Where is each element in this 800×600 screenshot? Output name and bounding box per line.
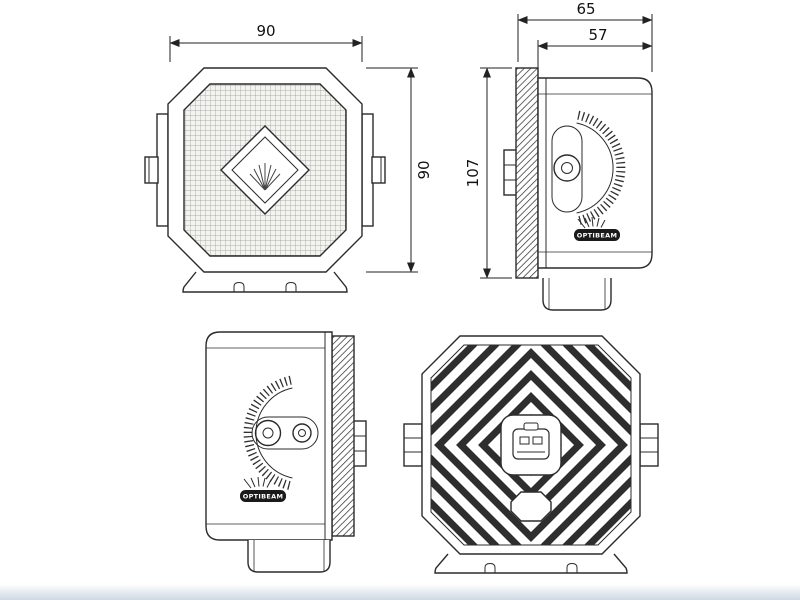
brand-rays-icon: [577, 216, 606, 229]
side-left-bottom-mount: [247, 540, 331, 573]
optibeam-logo-icon: [249, 163, 281, 191]
dim-front-width-label: 90: [256, 22, 275, 40]
side-view-left: OPTIBEAM: [205, 331, 367, 573]
dim-front-height-lines: [366, 67, 418, 273]
dim-height-label: 107: [464, 159, 482, 188]
rear-connector-latch: [523, 422, 539, 431]
rear-right-bracket: [639, 423, 659, 467]
dim-front-height-label: 90: [415, 160, 433, 179]
rear-bottom-port: [510, 491, 552, 522]
rear-connector-pin: [532, 436, 543, 445]
side-right-mount-tab: [503, 149, 518, 196]
side-right-dial-ticks: [577, 110, 626, 226]
dim-depth-body-lines: [537, 40, 653, 72]
brand-badge-side-right: OPTIBEAM: [574, 216, 620, 241]
dim-depth-body-label: 57: [588, 26, 607, 44]
side-left-dial-arc: [255, 387, 293, 479]
rear-connector-body: [512, 428, 550, 460]
front-bottom-bracket: [182, 271, 348, 293]
brand-badge-side-left: OPTIBEAM: [240, 476, 286, 502]
side-left-pivot: [254, 419, 282, 447]
side-right-dial-arc: [576, 122, 614, 214]
rear-connector-pin: [519, 436, 530, 445]
front-left-bracket-clip: [144, 156, 159, 184]
brand-rays-icon: [243, 476, 272, 489]
rear-bottom-bracket: [434, 553, 628, 574]
side-right-bottom-mount: [542, 278, 612, 311]
dim-front-width-lines: [169, 36, 363, 62]
front-view: [144, 67, 386, 293]
side-right-pivot: [553, 154, 581, 182]
dim-height-lines: [480, 67, 512, 279]
bottom-gradient: [0, 584, 800, 600]
side-left-heatsink: [331, 335, 355, 537]
side-right-heatsink: [515, 67, 539, 279]
side-left-screw: [292, 423, 312, 443]
side-left-mount-tab: [352, 420, 367, 467]
side-left-dial-ticks: [243, 375, 292, 491]
front-right-bracket-clip: [371, 156, 386, 184]
dim-depth-total-label: 65: [576, 0, 595, 18]
side-right-body: [537, 77, 653, 269]
rear-left-bracket: [403, 423, 423, 467]
rear-view: [403, 335, 659, 574]
side-view-right: OPTIBEAM: [503, 67, 653, 311]
brand-text: OPTIBEAM: [577, 232, 617, 240]
brand-text: OPTIBEAM: [243, 493, 283, 501]
